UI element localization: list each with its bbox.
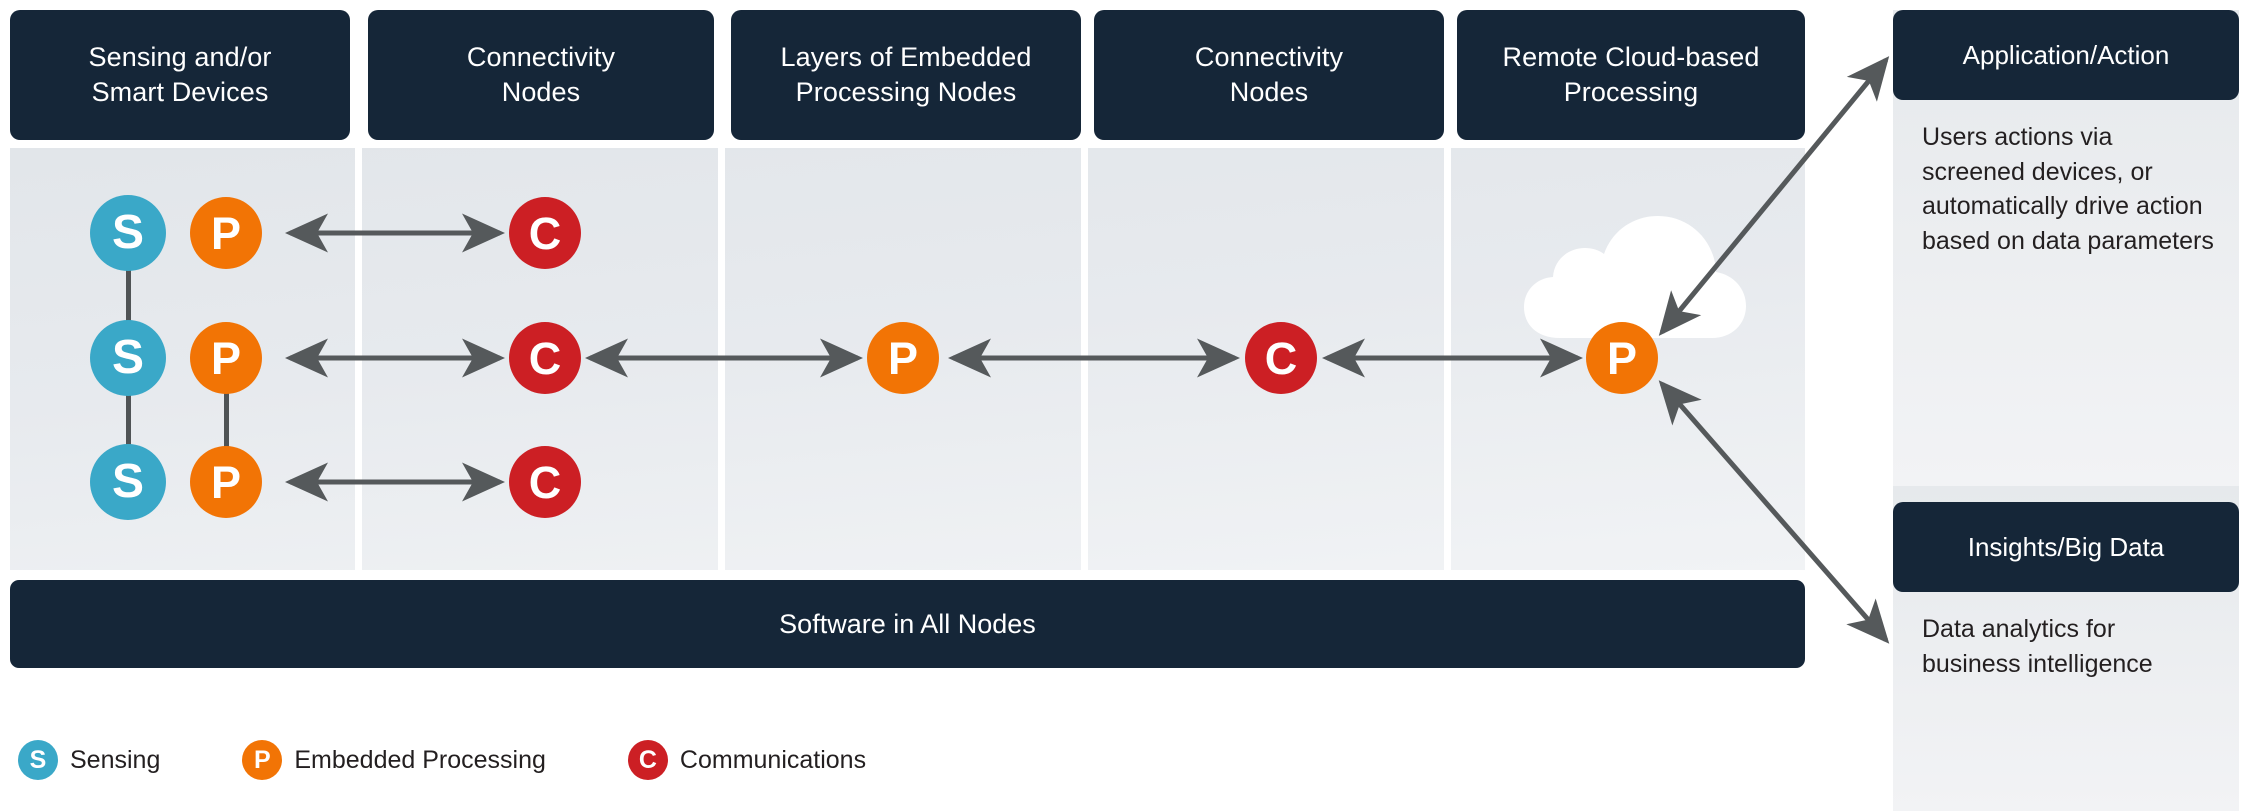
column-header-line: Connectivity bbox=[1194, 42, 1344, 73]
node-comms-col1-r2: C bbox=[509, 322, 581, 394]
legend-embedded-processing: P Embedded Processing bbox=[242, 740, 546, 780]
panel-header-label: Insights/Big Data bbox=[1967, 531, 2165, 562]
legend: S Sensing P Embedded Processing C Communicati… bbox=[18, 740, 948, 780]
node-letter: C bbox=[1264, 332, 1298, 384]
node-sensing-r1: S bbox=[90, 195, 166, 271]
legend-embedded-processing-icon: P bbox=[242, 740, 283, 780]
column-header-line: Processing Nodes bbox=[795, 77, 1017, 107]
legend-communications-label: Communications bbox=[679, 745, 867, 774]
node-letter: C bbox=[528, 456, 562, 508]
node-letter: P bbox=[210, 456, 241, 508]
panel-header-application-action: Application/Action bbox=[1893, 10, 2239, 100]
node-letter: S bbox=[111, 455, 144, 508]
panel-body-insights-big-data: Data analytics for business intelligence bbox=[1922, 615, 2153, 678]
node-comms-col2-mid: C bbox=[1245, 322, 1317, 394]
column-divider-divider-2 bbox=[718, 148, 725, 570]
node-sensing-r2: S bbox=[90, 320, 166, 396]
column-header-line: Nodes bbox=[1229, 77, 1309, 107]
software-bar-label: Software in All Nodes bbox=[779, 608, 1036, 639]
legend-sensing-label: Sensing bbox=[70, 745, 161, 774]
node-embedded-processing-mid: P bbox=[867, 322, 939, 394]
cloud-icon bbox=[1524, 216, 1746, 338]
architecture-body-panel: S S S P P P C C C P C P bbox=[10, 148, 1805, 570]
panel-header-insights-big-data: Insights/Big Data bbox=[1893, 502, 2239, 592]
node-letter: P bbox=[210, 207, 241, 259]
node-processing-r3: P bbox=[190, 446, 262, 518]
node-letter: C bbox=[528, 207, 562, 259]
software-in-all-nodes-bar: Software in All Nodes bbox=[10, 580, 1805, 668]
column-header-line: Nodes bbox=[501, 77, 581, 107]
node-sensing-r3: S bbox=[90, 444, 166, 520]
node-cloud-processing: P bbox=[1586, 322, 1658, 394]
column-divider-divider-3 bbox=[1081, 148, 1088, 570]
panel-header-label: Application/Action bbox=[1962, 39, 2170, 70]
node-comms-col1-r1: C bbox=[509, 197, 581, 269]
node-connector-sensing-link-1-2 bbox=[126, 268, 131, 323]
node-connector-processing-link-2-3 bbox=[224, 391, 229, 448]
column-header-line: Processing bbox=[1563, 77, 1699, 107]
column-header-line: Sensing and/or bbox=[88, 42, 272, 73]
column-header-line: Connectivity bbox=[466, 42, 616, 73]
node-processing-r2: P bbox=[190, 322, 262, 394]
column-header-line: Layers of Embedded bbox=[780, 42, 1032, 73]
legend-sensing: S Sensing bbox=[18, 740, 160, 780]
column-header-line: Smart Devices bbox=[91, 77, 269, 107]
node-letter: S bbox=[111, 331, 144, 384]
node-letter: P bbox=[210, 332, 241, 384]
node-letter: P bbox=[1606, 332, 1637, 384]
column-divider-divider-1 bbox=[355, 148, 362, 570]
legend-communications-icon: C bbox=[627, 740, 668, 780]
panel-body-application-action: Users actions via screened devices, or a… bbox=[1922, 123, 2214, 255]
node-processing-r1: P bbox=[190, 197, 262, 269]
legend-communications: C Communications bbox=[627, 740, 867, 780]
node-comms-col1-r3: C bbox=[509, 446, 581, 518]
node-letter: C bbox=[528, 332, 562, 384]
column-header-line: Remote Cloud-based bbox=[1502, 42, 1760, 73]
legend-embedded-processing-label: Embedded Processing bbox=[294, 745, 546, 774]
node-letter: P bbox=[887, 332, 918, 384]
node-connector-sensing-link-2-3 bbox=[126, 393, 131, 448]
column-divider-divider-4 bbox=[1444, 148, 1451, 570]
node-letter: S bbox=[111, 206, 144, 259]
legend-sensing-icon: S bbox=[18, 740, 58, 780]
